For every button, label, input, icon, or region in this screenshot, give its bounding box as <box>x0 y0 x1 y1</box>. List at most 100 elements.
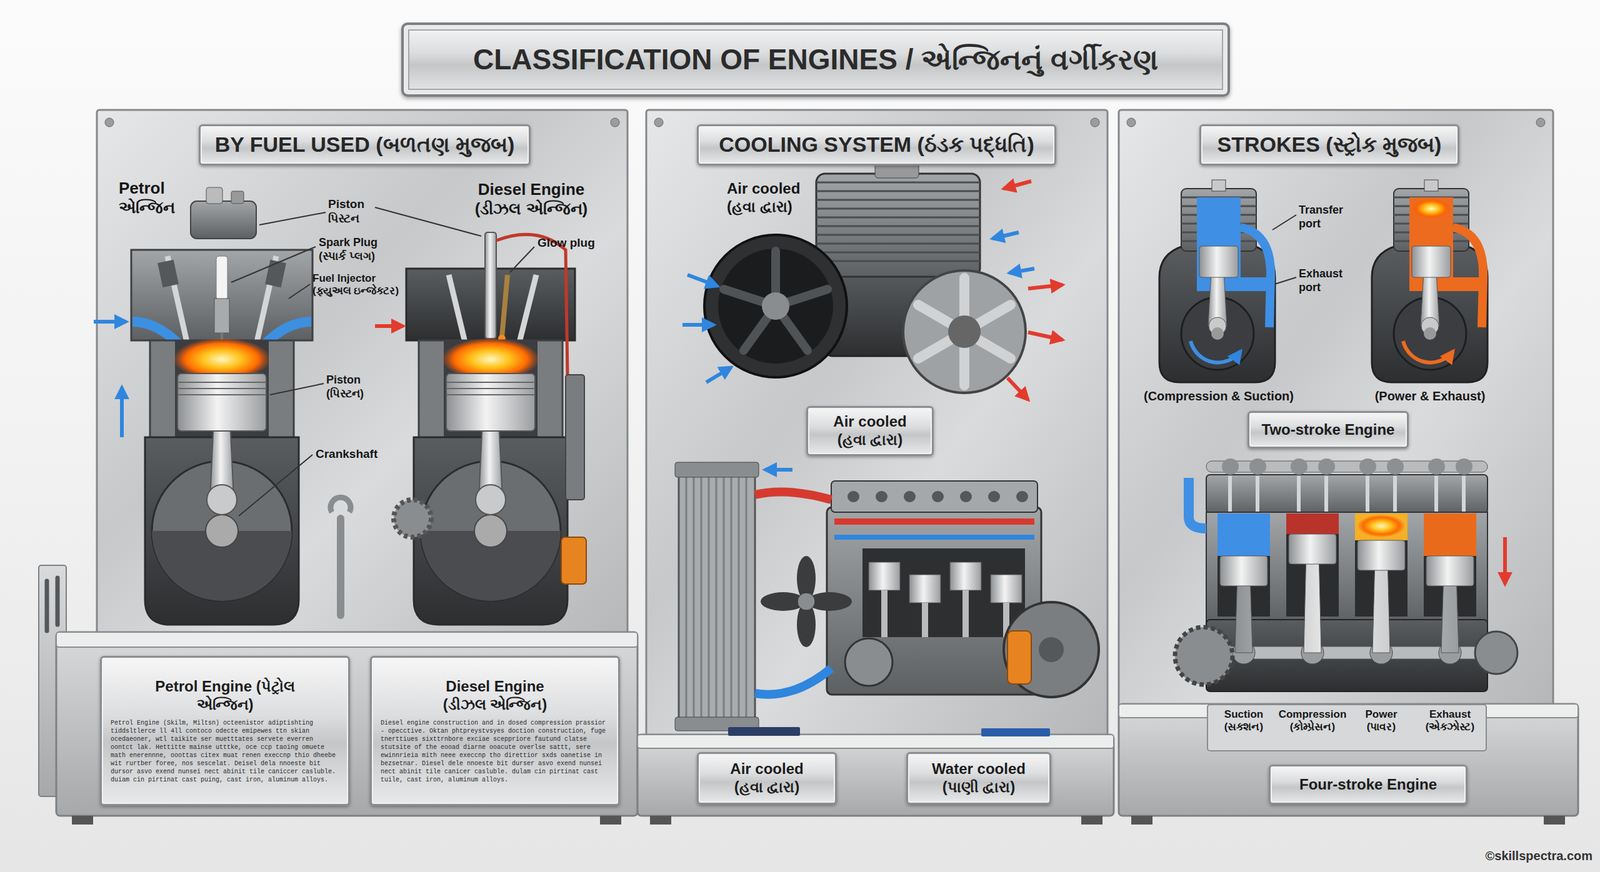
leader-line <box>259 212 326 225</box>
air-cooled-engine <box>948 315 981 349</box>
water-cooled-engine <box>950 562 982 591</box>
four-stroke-engine <box>1188 478 1207 529</box>
two-stroke-engine <box>1424 180 1439 192</box>
watermark: ©skillspectra.com <box>1448 848 1593 864</box>
fuel-panel-frame <box>96 110 628 654</box>
leader-line <box>270 383 324 395</box>
diesel-engine <box>565 375 585 500</box>
diesel-engine <box>485 232 497 339</box>
two-stroke-engine <box>1196 197 1241 292</box>
air-cooled-engine <box>1007 378 1029 400</box>
info-plate: Diesel Engine (ડીઝલ એન્જિન)Diesel engine… <box>370 656 620 807</box>
strokes-panel-frame <box>1126 118 1136 127</box>
two-stroke-engine <box>1453 277 1484 292</box>
air-cooled-engine <box>704 235 847 378</box>
water-cooled-engine <box>686 477 747 720</box>
label-anchor: Glow plug <box>537 236 613 251</box>
two-stroke-engine <box>1240 277 1271 292</box>
label-anchor: Exhaust port <box>1298 267 1359 295</box>
strokes-panel-frame <box>1118 704 1579 817</box>
petrol-engine <box>216 256 228 300</box>
label-anchor: (Power & Exhaust) <box>1358 388 1502 404</box>
four-stroke-engine <box>1286 513 1339 535</box>
air-cooled-engine <box>816 182 980 262</box>
water-cooled-engine <box>868 562 900 591</box>
strokes-panel-frame <box>1207 705 1487 752</box>
label-anchor: Transfer port <box>1298 203 1359 231</box>
air-cooled-engine <box>816 173 980 277</box>
diesel-engine <box>561 537 587 585</box>
water-cooled-engine <box>797 593 815 611</box>
water-cooled-engine <box>1007 631 1032 685</box>
air-cooled-engine <box>706 367 732 383</box>
water-cooled-engine <box>834 518 1035 525</box>
heading-plate: COOLING SYSTEM (ઠંડક પદ્ધતિ) <box>696 124 1057 166</box>
two-stroke-engine <box>1211 327 1224 340</box>
two-stroke-engine <box>1411 246 1451 278</box>
water-cooled-engine <box>831 481 1038 513</box>
fuel-panel-frame <box>610 118 620 127</box>
strokes-panel: STROKES (સ્ટ્રોક મુજબ)Two-stroke EngineF… <box>1118 110 1582 817</box>
water-cooled-engine <box>834 535 1035 540</box>
water-cooled-engine <box>675 462 759 478</box>
label-anchor: Crankshaft <box>315 447 391 462</box>
two-stroke-engine <box>1423 327 1437 340</box>
fuel-panel-frame <box>46 578 58 632</box>
fuel-panel-frame <box>71 816 94 825</box>
water-cooled-engine <box>675 462 1099 737</box>
petrol-engine <box>145 338 299 625</box>
plate-body: Diesel engine construction and in dosed … <box>380 719 610 785</box>
leader-line <box>1272 215 1297 230</box>
four-stroke-engine <box>1355 513 1408 541</box>
strokes-panel-frame <box>1118 110 1554 710</box>
strokes-panel-frame <box>1118 110 1579 825</box>
petrol-engine <box>157 260 179 289</box>
title-text: CLASSIFICATION OF ENGINES / એન્જિનનું વર… <box>473 42 1159 77</box>
part-label: Glow plug <box>537 236 613 251</box>
diesel-engine <box>518 275 537 345</box>
water-cooled-engine <box>728 727 800 737</box>
two-stroke-engine <box>1199 246 1239 278</box>
air-cooled-engine <box>992 232 1019 239</box>
water-cooled-engine <box>853 491 1023 503</box>
name-plate: Water cooled (પાણી દ્વારા) <box>906 752 1052 805</box>
diesel-engine <box>375 232 587 625</box>
air-cooled-engine <box>687 275 718 287</box>
fuel-panel-frame <box>105 118 114 127</box>
title-plate: CLASSIFICATION OF ENGINES / એન્જિનનું વર… <box>401 22 1230 97</box>
name-plate: Air cooled (હવા દ્વારા) <box>806 406 934 457</box>
air-cooled-engine <box>1009 268 1035 274</box>
four-stroke-engine <box>1235 550 1459 654</box>
cooling-panel-frame <box>637 735 1114 817</box>
plate-title: Air cooled (હવા દ્વારા) <box>826 413 914 450</box>
stroke-caption: (Power & Exhaust) <box>1358 388 1502 404</box>
label-anchor: (Compression & Suction) <box>1130 388 1309 404</box>
leader-line <box>510 246 535 273</box>
water-cooled-engine <box>884 590 1007 638</box>
part-label: Spark Plug (સ્પાર્ક પ્લગ) <box>318 236 397 264</box>
petrol-engine <box>190 201 257 239</box>
two-stroke-engine <box>1371 180 1488 383</box>
water-cooled-engine <box>845 638 893 687</box>
four-stroke-engine <box>1503 537 1507 585</box>
cooling-panel-frame <box>637 110 1114 825</box>
leader-line <box>1272 277 1297 285</box>
tool-wrench <box>336 518 345 616</box>
four-stroke-engine <box>1426 556 1474 587</box>
engine-type-label: Petrol એન્જિન <box>118 178 191 218</box>
label-anchor: Compression (કોમ્પ્રેસન) <box>1275 708 1350 735</box>
water-cooled-engine <box>1038 637 1064 663</box>
tool-wrench <box>330 497 351 616</box>
air-cooled-engine <box>918 278 1011 386</box>
leader-line <box>288 284 310 299</box>
plate-title: Four-stroke Engine <box>1299 776 1437 795</box>
four-stroke-engine <box>1230 458 1465 475</box>
heading-plate: STROKES (સ્ટ્રોક મુજબ) <box>1199 124 1460 166</box>
two-stroke-engine <box>1159 246 1275 383</box>
water-cooled-engine <box>981 728 1050 737</box>
diesel-engine <box>413 338 568 625</box>
air-cooled-engine <box>1003 181 1032 189</box>
four-stroke-engine <box>1220 556 1268 587</box>
two-stroke-engine <box>1190 341 1241 363</box>
